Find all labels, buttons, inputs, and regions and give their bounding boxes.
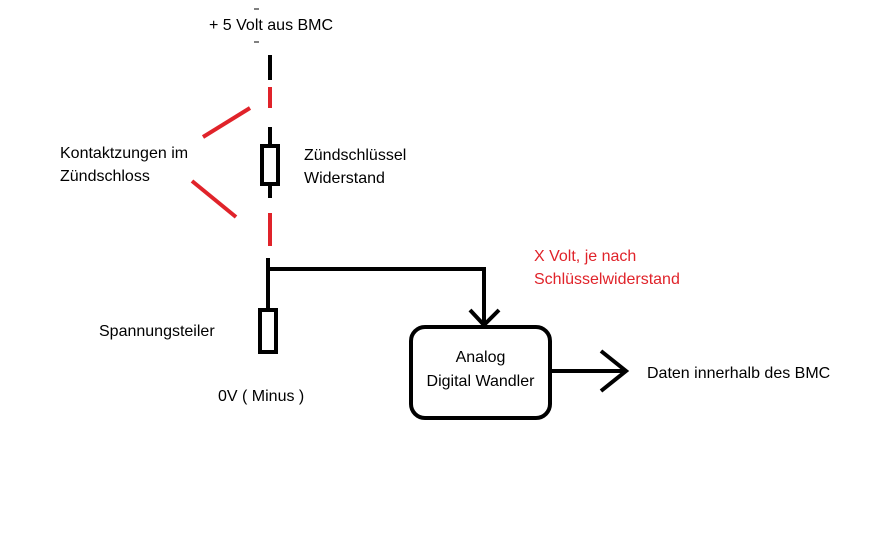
- contacts-label-line2: Zündschloss: [60, 168, 150, 185]
- key-resistor-label-line1: Zündschlüssel: [304, 147, 407, 164]
- divider-resistor: [258, 308, 278, 354]
- voltage-label-line1: X Volt, je nach: [534, 248, 637, 265]
- output-arrowhead: [599, 349, 630, 393]
- contact-pointer-upper: [201, 106, 252, 139]
- contacts-label-line1: Kontaktzungen im: [60, 145, 189, 162]
- key-resistor-label-line2: Widerstand: [304, 170, 385, 187]
- output-label: Daten innerhalb des BMC: [647, 365, 831, 382]
- contact-pointer-lower: [190, 179, 238, 219]
- key-resistor: [260, 144, 280, 186]
- adc-label-line1: Analog: [455, 349, 506, 366]
- divider-label: Spannungsteiler: [99, 323, 215, 340]
- supply-label: + 5 Volt aus BMC: [209, 17, 334, 34]
- adc-input-wire: [268, 267, 486, 325]
- adc-label-line2: Digital Wandler: [426, 373, 535, 390]
- ground-label: 0V ( Minus ): [218, 388, 305, 405]
- voltage-label-line2: Schlüsselwiderstand: [534, 271, 680, 288]
